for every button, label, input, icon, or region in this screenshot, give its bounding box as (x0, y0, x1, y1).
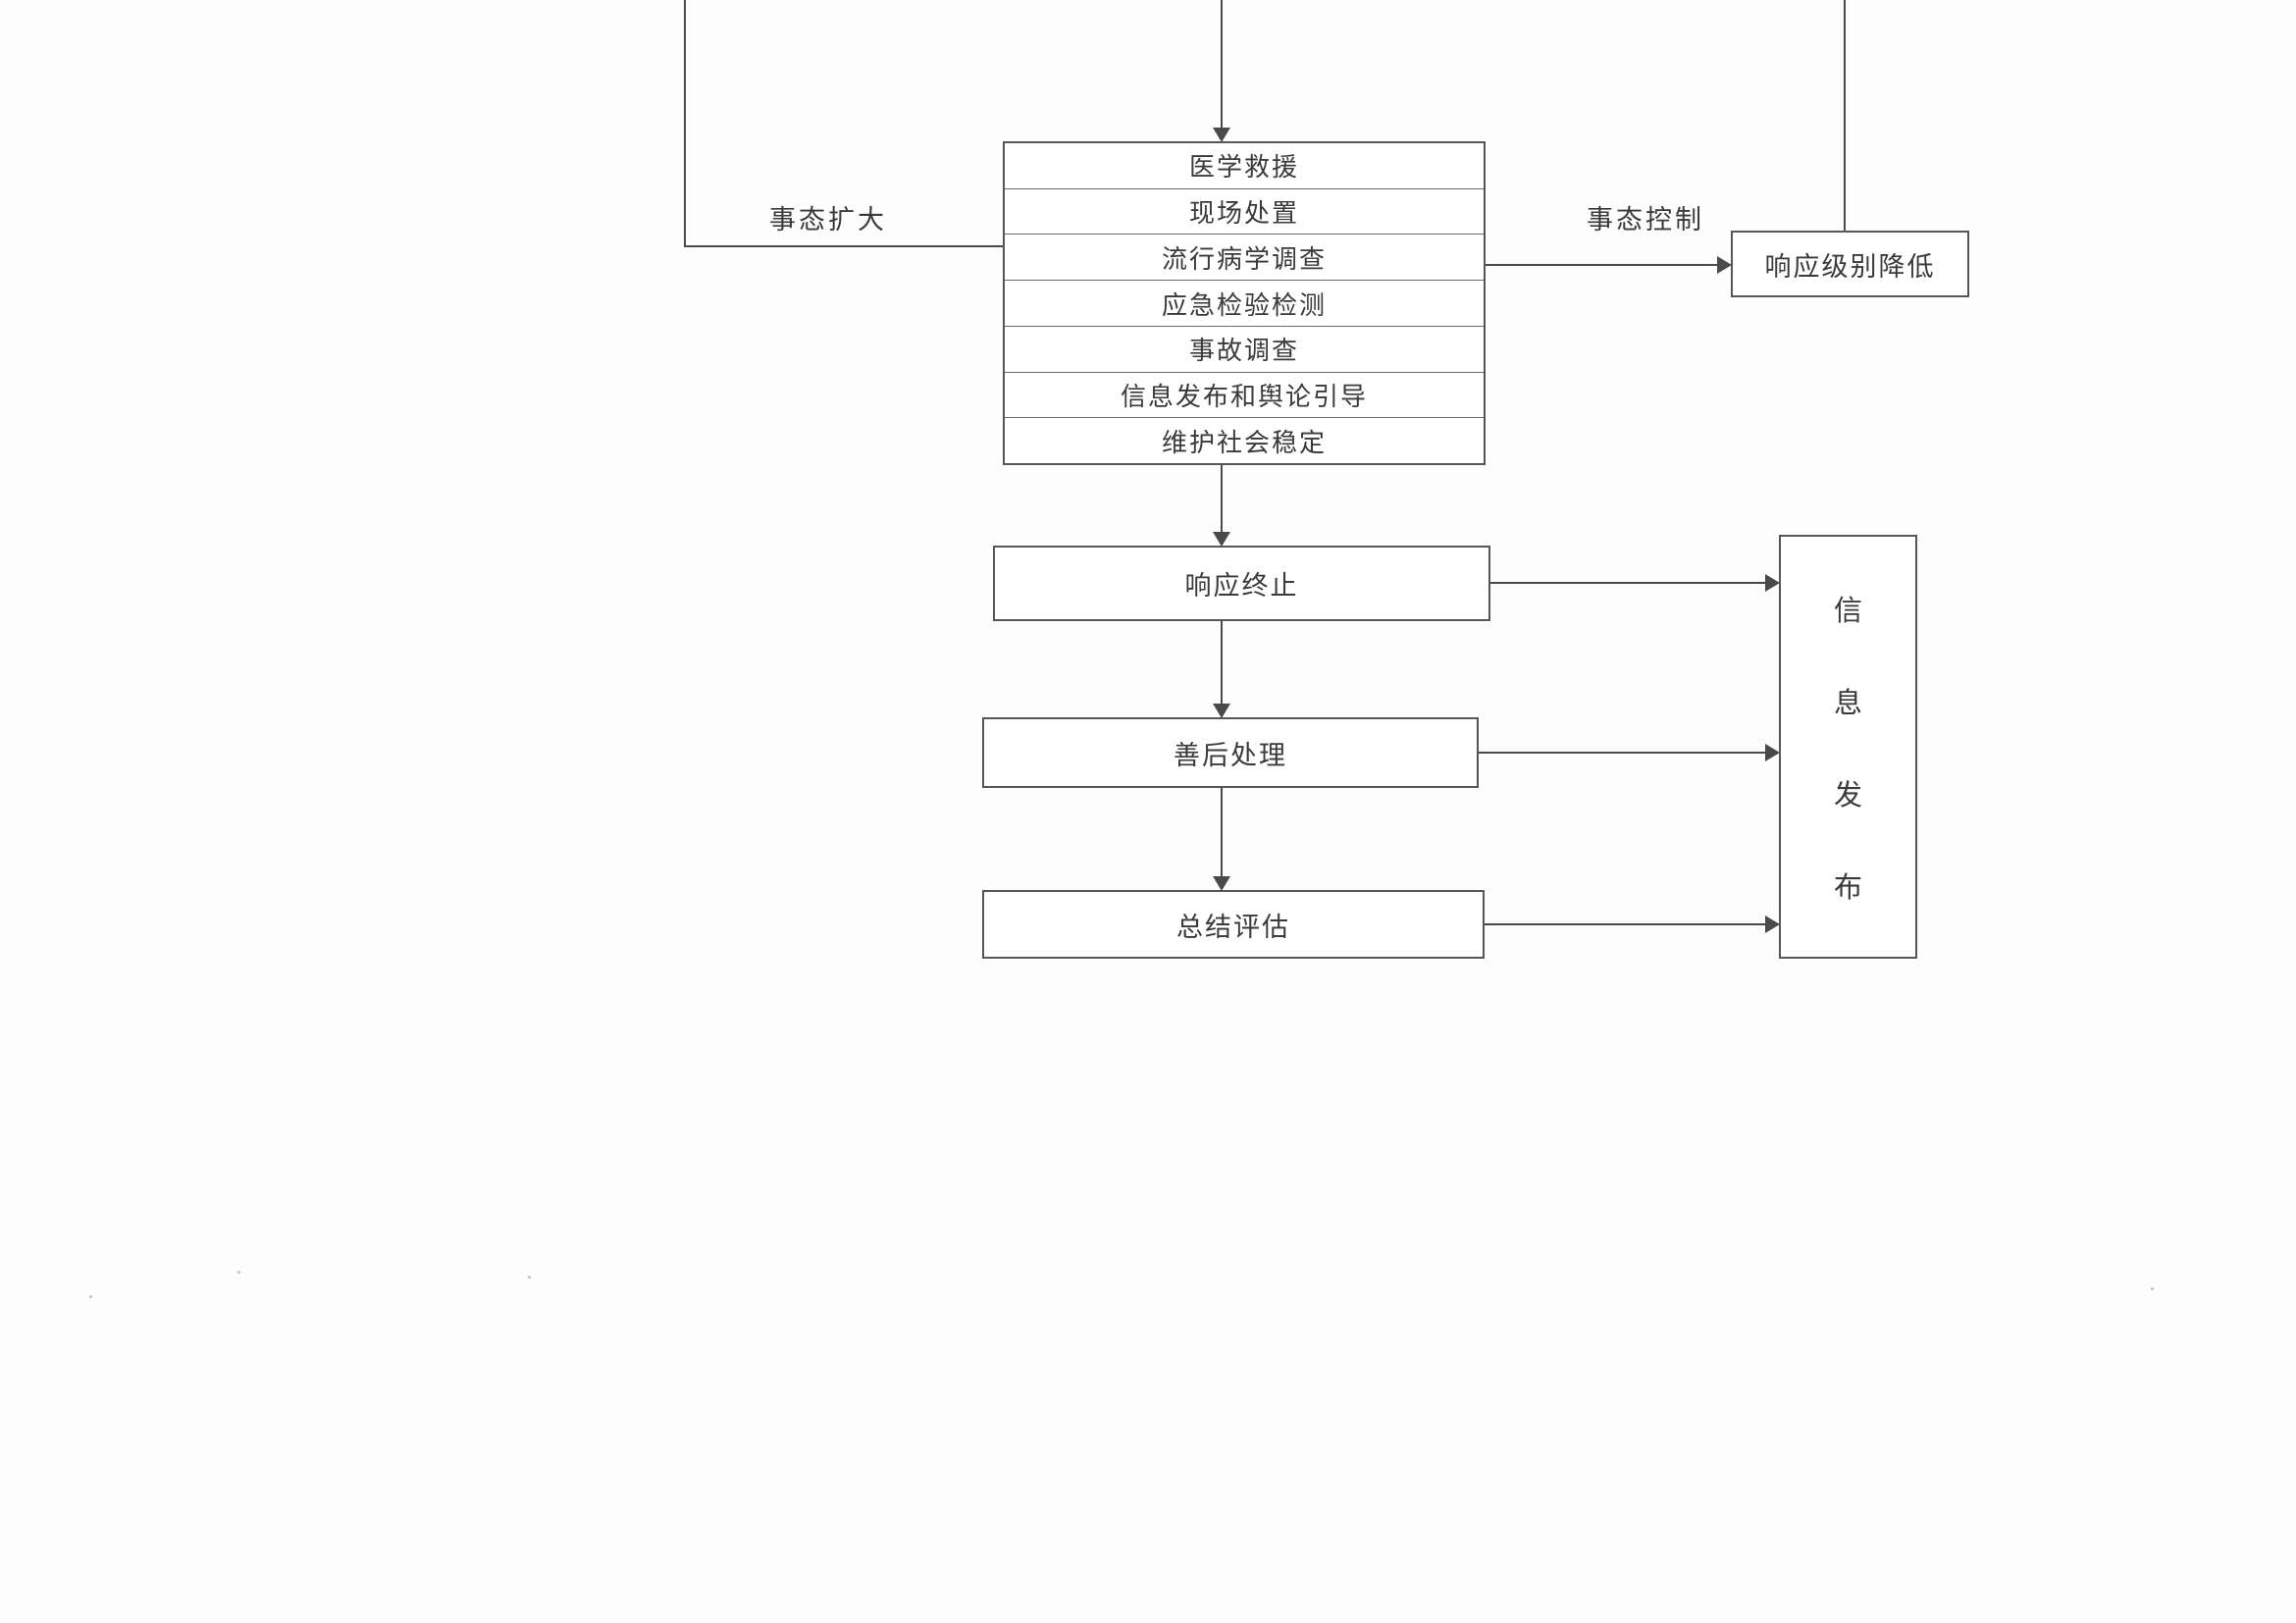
response-action-row: 应急检验检测 (1005, 281, 1484, 327)
response-action-row: 流行病学调查 (1005, 235, 1484, 282)
response-action-row: 事故调查 (1005, 327, 1484, 373)
terminate-response-box: 响应终止 (993, 546, 1490, 621)
information-release-char: 布 (1833, 872, 1862, 904)
incoming-arrowhead-down-icon (1213, 128, 1230, 142)
response-action-row: 现场处置 (1005, 189, 1484, 236)
response-actions-box: 医学救援 现场处置 流行病学调查 应急检验检测 事故调查 信息发布和舆论引导 维… (1003, 141, 1486, 465)
escalation-label: 事态扩大 (769, 205, 887, 235)
response-action-row: 信息发布和舆论引导 (1005, 373, 1484, 419)
information-release-box: 信 息 发 布 (1779, 535, 1917, 959)
terminate-to-info-arrow-line (1490, 582, 1765, 584)
aftermath-to-info-arrow-line (1479, 752, 1765, 754)
summary-arrow-line (1221, 788, 1223, 878)
terminate-to-info-arrowhead-right-icon (1765, 574, 1780, 592)
escalation-loop-horizontal-line (684, 245, 1003, 247)
aftermath-arrowhead-down-icon (1213, 704, 1230, 718)
aftermath-box: 善后处理 (982, 717, 1479, 788)
aftermath-to-info-arrowhead-right-icon (1765, 744, 1780, 761)
terminate-arrow-line (1221, 465, 1223, 534)
incoming-arrow-line (1221, 0, 1223, 130)
summary-arrowhead-down-icon (1213, 876, 1230, 891)
summary-to-info-arrowhead-right-icon (1765, 916, 1780, 933)
control-arrow-line (1486, 264, 1717, 266)
scan-speck (2151, 1287, 2154, 1290)
scan-speck (528, 1276, 531, 1279)
response-action-row: 维护社会稳定 (1161, 428, 1327, 457)
information-release-char: 息 (1833, 688, 1862, 719)
information-release-char: 发 (1833, 780, 1862, 812)
lowered-level-loop-vertical-line (1844, 0, 1846, 232)
control-label: 事态控制 (1587, 205, 1704, 235)
summary-to-info-arrow-line (1485, 923, 1765, 925)
escalation-loop-vertical-line (684, 0, 686, 247)
lower-response-level-box: 响应级别降低 (1731, 231, 1969, 297)
control-arrowhead-right-icon (1717, 256, 1732, 274)
scan-speck (89, 1295, 92, 1298)
terminate-arrowhead-down-icon (1213, 532, 1230, 547)
summary-evaluation-box: 总结评估 (982, 890, 1485, 959)
scan-speck (237, 1271, 240, 1274)
response-action-row: 医学救援 (1005, 143, 1484, 189)
aftermath-arrow-line (1221, 621, 1223, 706)
information-release-char: 信 (1833, 596, 1862, 627)
